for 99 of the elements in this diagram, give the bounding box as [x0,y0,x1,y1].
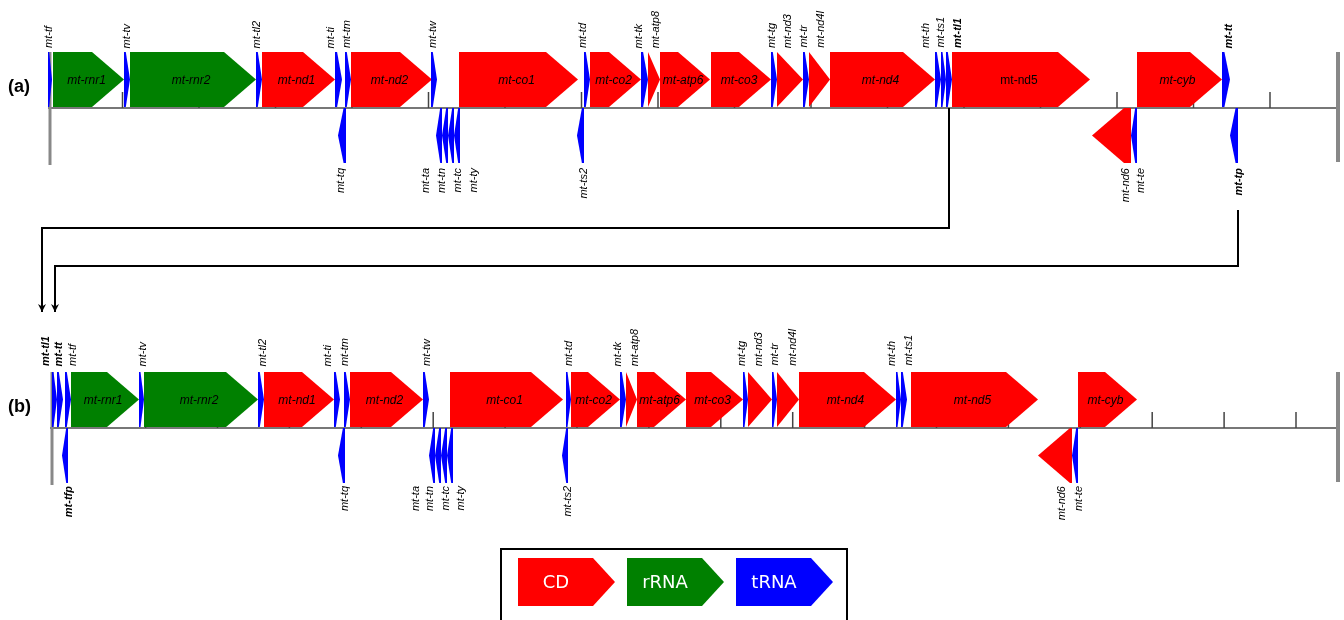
gene-segment [711,52,771,107]
gene-label: mt-tq [334,168,346,194]
gene-label: mt-tv [136,341,148,366]
gene-segment [144,372,258,427]
gene-segment [53,52,124,107]
gene-segment [590,52,641,107]
gene-label: mt-ti [321,344,333,366]
gene-label: mt-cyb [1087,392,1124,407]
gene-segment [1078,372,1137,427]
gene-label: mt-tv [120,23,132,48]
legend-label: rRNA [641,570,689,594]
gene-label: mt-tf [66,344,78,366]
gene-label: mt-te [1134,168,1146,194]
gene-label: mt-nd4 [826,392,865,407]
gene-label: mt-th [919,22,931,48]
gene-label: mt-atp6 [639,392,680,407]
gene-label: mt-tk [632,23,644,48]
gene-label: mt-co3 [694,392,731,407]
gene-label: mt-nd6 [1055,486,1067,521]
gene-label: mt-tc [451,168,463,193]
gene-segment [686,372,743,427]
gene-label: mt-co3 [720,72,758,87]
gene-label: mt-nd2 [370,72,409,87]
gene-label: mt-te [1072,486,1084,512]
gene-segment [571,372,620,427]
gene-label: mt-co1 [486,392,523,407]
gene-segment [351,52,432,107]
gene-label: mt-nd3 [781,13,793,48]
gene-label: mt-ti [324,26,336,48]
gene-label: mt-ty [467,168,479,193]
gene-label: mt-tt [52,341,64,366]
gene-label: mt-td [562,340,574,366]
gene-label: mt-tf [42,26,54,48]
connector-arrow [38,107,950,313]
gene-label: mt-nd4l [786,329,798,366]
gene-label: mt-ta [409,486,421,512]
gene-label: mt-nd4 [861,72,900,87]
gene-segment [130,52,256,107]
gene-segment [952,52,1090,107]
gene-label: mt-tm [340,19,352,48]
gene-label: mt-ts1 [934,17,946,48]
gene-segment [71,372,139,427]
gene-label: mt-rnr2 [171,72,211,87]
gene-label: mt-tt [1222,23,1234,48]
gene-label: mt-tq [338,486,350,512]
gene-label: mt-nd6 [1119,168,1131,203]
gene-segment [450,372,563,427]
gene-label: mt-co2 [575,392,612,407]
gene-label: mt-rnr1 [67,72,106,87]
gene-segment [264,372,334,427]
gene-label: mt-nd1 [277,72,316,87]
gene-label: mt-rnr2 [179,392,219,407]
gene-label: mt-th [885,340,897,366]
gene-label: mt-ta [419,168,431,194]
gene-segment [459,52,578,107]
gene-label: mt-tr [768,343,780,366]
gene-label: mt-tl1 [951,18,963,48]
gene-segment [262,52,335,107]
gene-label: mt-tl2 [256,338,268,366]
gene-label: mt-ts2 [577,168,589,199]
gene-label: mt-nd5 [953,392,992,407]
gene-label: mt-tl1 [39,336,51,366]
gene-label: mt-ts1 [902,335,914,366]
gene-label: mt-tn [423,486,435,512]
gene-label: mt-co2 [595,72,632,87]
connector-arrow [51,209,1239,313]
gene-label: mt-tp [1232,168,1244,196]
legend-label: tRNA [750,570,798,594]
gene-label: mt-rnr1 [83,392,123,407]
gene-label: mt-nd4l [814,11,826,48]
gene-segment [350,372,423,427]
gene-segment [1137,52,1222,107]
gene-label: mt-tw [420,339,432,366]
gene-segment [911,372,1038,427]
gene-label: mt-tm [338,337,350,366]
gene-label: mt-cyb [1159,72,1196,87]
gene-label: mt-atp6 [662,72,704,87]
panel-label: (a) [8,76,30,97]
gene-label: mt-tfp [62,486,74,518]
gene-label: mt-td [576,22,588,48]
gene-label: mt-co1 [498,72,535,87]
gene-label: mt-atp8 [649,10,661,48]
gene-label: mt-nd2 [365,392,404,407]
gene-label: mt-tw [426,21,438,48]
gene-label: mt-atp8 [628,328,640,366]
gene-label: mt-tk [611,341,623,366]
gene-label: mt-nd5 [1000,72,1038,87]
gene-label: mt-nd1 [278,392,316,407]
gene-label: mt-tl2 [250,20,262,48]
gene-label: mt-ts2 [561,486,573,517]
gene-label: mt-ty [454,486,466,511]
legend-label: CD [541,570,571,594]
gene-label: mt-tg [735,340,747,366]
gene-label: mt-tc [439,486,451,511]
gene-label: mt-nd3 [752,331,764,366]
gene-label: mt-tn [435,168,447,194]
gene-label: mt-tr [797,25,809,48]
panel-label: (b) [8,396,31,417]
gene-label: mt-tg [765,22,777,48]
